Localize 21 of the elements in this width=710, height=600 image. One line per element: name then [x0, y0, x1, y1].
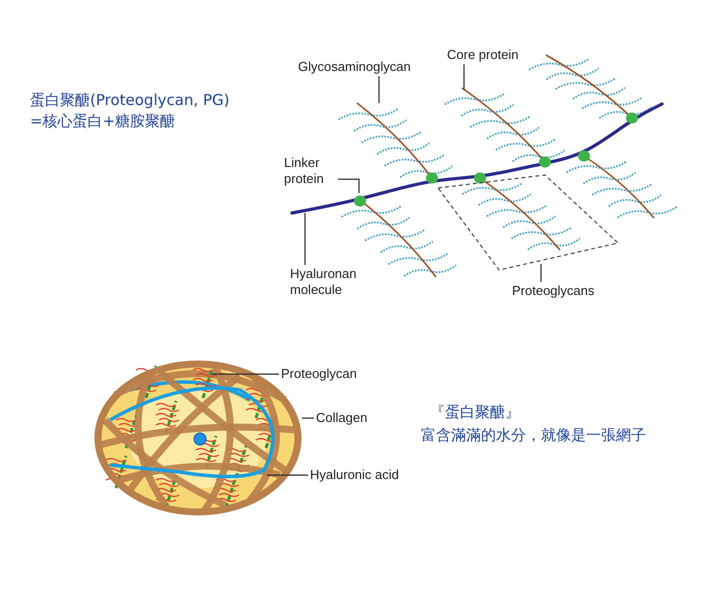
leader-line — [302, 418, 314, 419]
note-text: 蛋白聚醣(Proteoglycan, PG) — [30, 91, 230, 110]
leader-line — [540, 264, 542, 282]
leader-line — [212, 374, 279, 375]
leader-line — [338, 178, 360, 193]
part-label: Proteoglycan — [281, 366, 357, 382]
leader-line — [304, 213, 306, 265]
part-label: Proteoglycans — [512, 283, 594, 300]
part-label: Hyaluronan molecule — [290, 266, 358, 298]
part-label: Glycosaminoglycan — [298, 59, 411, 76]
leader-line — [378, 76, 380, 103]
note-text: =核心蛋白+糖胺聚醣 — [30, 112, 176, 131]
part-label: Linker protein — [284, 155, 325, 188]
leader-line — [463, 64, 465, 90]
part-label: Core protein — [447, 47, 519, 64]
note-text: 『蛋白聚醣』 — [430, 403, 520, 422]
leader-line — [267, 474, 308, 476]
proteoglycan-drawing — [192, 366, 216, 398]
note-text: 富含滿滿的水分，就像是一張網子 — [421, 426, 646, 445]
part-label: Collagen — [316, 410, 368, 426]
part-label: Hyaluronic acid — [310, 467, 399, 484]
